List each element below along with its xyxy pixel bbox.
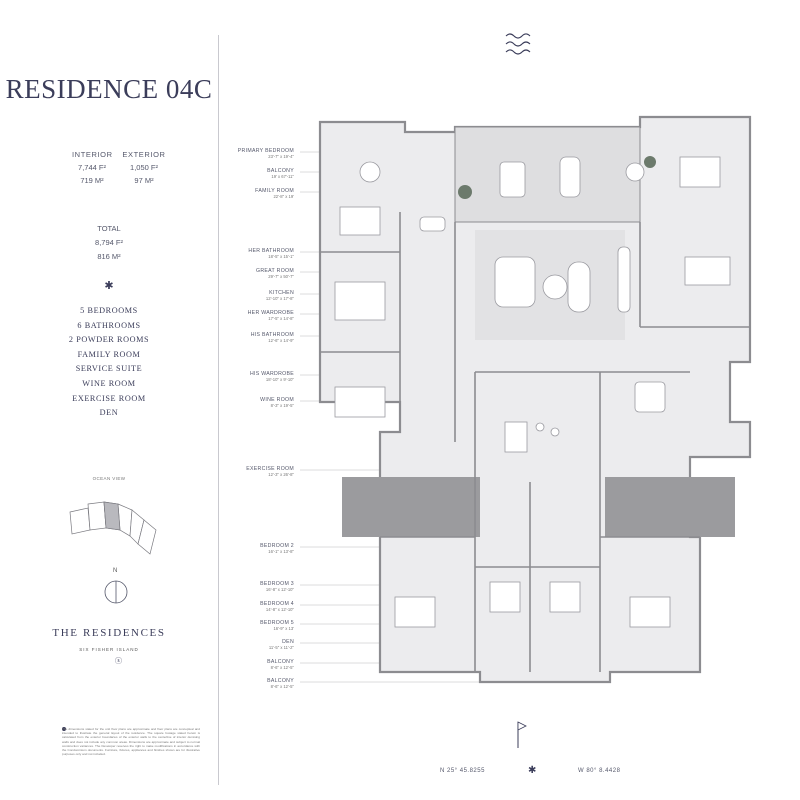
total-sqm: 816 M² (97, 252, 121, 261)
sofa (567, 261, 591, 313)
bed-primary (339, 206, 381, 236)
total-label: TOTAL (97, 224, 121, 233)
compass-icon (104, 580, 128, 604)
chair (535, 422, 545, 432)
bed-2 (394, 596, 436, 628)
chair (550, 427, 560, 437)
sofa (494, 256, 536, 308)
dining-table (617, 246, 631, 313)
furniture (334, 156, 731, 628)
key-plan-building (69, 507, 91, 535)
feature-item: 6 BATHROOMS (77, 320, 141, 330)
separator-star-icon: ✱ (104, 280, 114, 292)
brand-subtitle: SIX FISHER ISLAND (79, 647, 139, 652)
interior-area: INTERIOR 7,744 F² 719 M² (72, 148, 112, 187)
exterior-label: EXTERIOR (122, 150, 166, 159)
feature-item: FAMILY ROOM (77, 349, 141, 359)
terrace-balcony (454, 126, 641, 223)
brand-name: THE RESIDENCES (52, 627, 166, 639)
interior-walls (320, 212, 750, 672)
brand-logo-icon: ⓢ (115, 657, 122, 665)
coffee-table (542, 274, 568, 300)
panel-divider (218, 35, 219, 785)
ocean-view-label: OCEAN VIEW (92, 476, 126, 481)
info-panel: RESIDENCE 04C INTERIOR 7,744 F² 719 M² E… (0, 0, 218, 800)
exterior-sqm: 97 M² (134, 176, 154, 185)
trees (458, 156, 656, 199)
feature-item: DEN (99, 408, 119, 418)
lounge-chair (499, 161, 526, 198)
bed-3 (489, 581, 521, 613)
interior-label: INTERIOR (72, 150, 113, 159)
feature-item: EXERCISE ROOM (72, 393, 146, 403)
bed-family (679, 156, 721, 188)
interior-sqm: 719 M² (80, 176, 104, 185)
feature-item: WINE ROOM (82, 378, 136, 388)
ocean-waves-icon (505, 33, 531, 55)
table (625, 162, 645, 182)
structural-slab (605, 477, 735, 537)
latitude: N 25° 45.8255 (440, 768, 485, 774)
feature-item: 2 POWDER ROOMS (68, 335, 150, 345)
total-area: TOTAL 8,794 F² 816 M² (0, 222, 218, 264)
disclaimer-icon (62, 727, 66, 731)
structural-slabs (342, 477, 735, 537)
feature-item: SERVICE SUITE (75, 364, 143, 374)
floor-plan (300, 115, 752, 684)
exercise-equipment (504, 421, 528, 453)
residence-title: RESIDENCE 04C (5, 74, 213, 104)
key-plan-diagram (69, 501, 157, 555)
bed-5 (629, 596, 671, 628)
north-label: N (113, 568, 118, 574)
bed-4 (549, 581, 581, 613)
longitude: W 80° 8.4428 (578, 768, 621, 774)
key-plan-building (117, 503, 133, 537)
exterior-area: EXTERIOR 1,050 F² 97 M² (120, 148, 168, 187)
kitchen-island (684, 256, 731, 286)
sofa-service (634, 381, 666, 413)
bed-his-wardrobe (334, 386, 386, 418)
sofa (559, 156, 581, 198)
key-plan-building (87, 501, 107, 531)
chair (359, 161, 381, 183)
feature-item: 5 BEDROOMS (80, 306, 138, 315)
disclaimer-text: The dimensions stated for the unit floor… (62, 727, 200, 757)
key-plan-building (137, 519, 157, 555)
compass-star-icon: ✱ (528, 765, 537, 776)
key-plan-highlight (103, 501, 121, 531)
tree (644, 156, 656, 168)
bed-family-room (334, 281, 386, 321)
tree (458, 185, 472, 199)
structural-slab (342, 477, 480, 537)
flag-icon (517, 721, 527, 748)
bathtub (419, 216, 446, 232)
total-sqft: 8,794 F² (95, 238, 123, 247)
exterior-sqft: 1,050 F² (130, 163, 158, 172)
feature-list: 5 BEDROOMS 6 BATHROOMS 2 POWDER ROOMS FA… (0, 304, 218, 421)
interior-sqft: 7,744 F² (78, 163, 106, 172)
